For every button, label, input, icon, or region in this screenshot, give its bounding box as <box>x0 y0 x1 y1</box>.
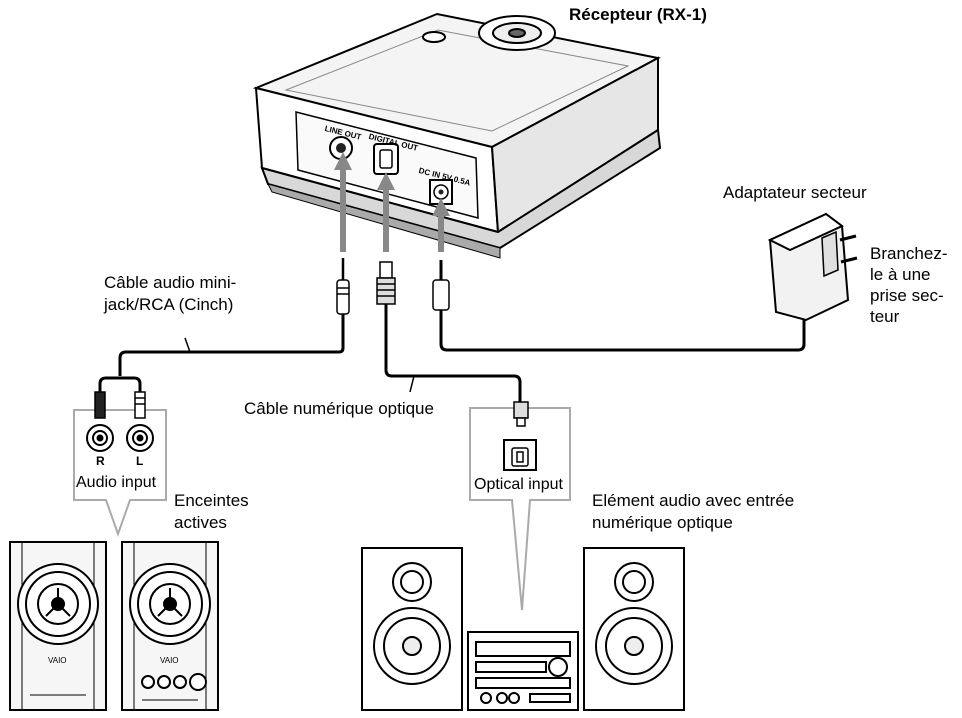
hifi-speaker-left <box>361 547 463 711</box>
insertion-arrows <box>334 152 450 252</box>
minijack-cable-label-line-2: jack/RCA (Cinch) <box>104 295 234 314</box>
optical-leader <box>409 375 415 393</box>
rca-split-cable <box>98 376 142 392</box>
adapter-label: Adaptateur secteur <box>723 183 867 202</box>
speaker-logo-left: VAIO <box>48 656 67 665</box>
optical-cable <box>384 304 522 402</box>
optical-cable-label: Câble numérique optique <box>244 399 434 418</box>
cables <box>98 304 806 402</box>
optical-input-callout <box>469 401 571 611</box>
active-speakers-label-line-2: actives <box>174 513 227 532</box>
minijack-cable-label-line-1: Câble audio mini- <box>104 273 237 292</box>
speaker-logo-right: VAIO <box>160 656 179 665</box>
dc-cable <box>439 310 806 352</box>
active-speaker-right <box>121 541 219 711</box>
dc-plug <box>432 260 450 311</box>
minijack-leader <box>184 337 191 353</box>
left-channel-label: L <box>136 454 144 468</box>
minijack-cable <box>118 314 345 376</box>
audio-component-label-line-2: numérique optique <box>592 513 733 532</box>
plug-note-line-2: le à une <box>870 265 931 284</box>
plug-note-line-4: teur <box>870 307 900 326</box>
receiver-unit <box>252 12 662 259</box>
audio-component-label-line-1: Elément audio avec entrée <box>592 491 795 510</box>
minijack-plug <box>336 258 350 315</box>
plug-note-line-1: Branchez- <box>870 244 948 263</box>
optical-plug <box>376 261 396 305</box>
right-channel-label: R <box>96 454 105 468</box>
optical-input-label: Optical input <box>474 476 563 493</box>
plug-note-line-3: prise sec- <box>870 286 944 305</box>
receiver-label: Récepteur (RX-1) <box>569 5 707 24</box>
audio-input-callout <box>73 391 167 538</box>
audio-input-label: Audio input <box>76 474 157 491</box>
active-speaker-left <box>9 541 107 711</box>
hifi-speaker-right <box>583 547 685 711</box>
hifi-main-unit <box>467 631 579 711</box>
ac-adapter <box>767 212 858 322</box>
active-speakers-label-line-1: Enceintes <box>174 491 249 510</box>
